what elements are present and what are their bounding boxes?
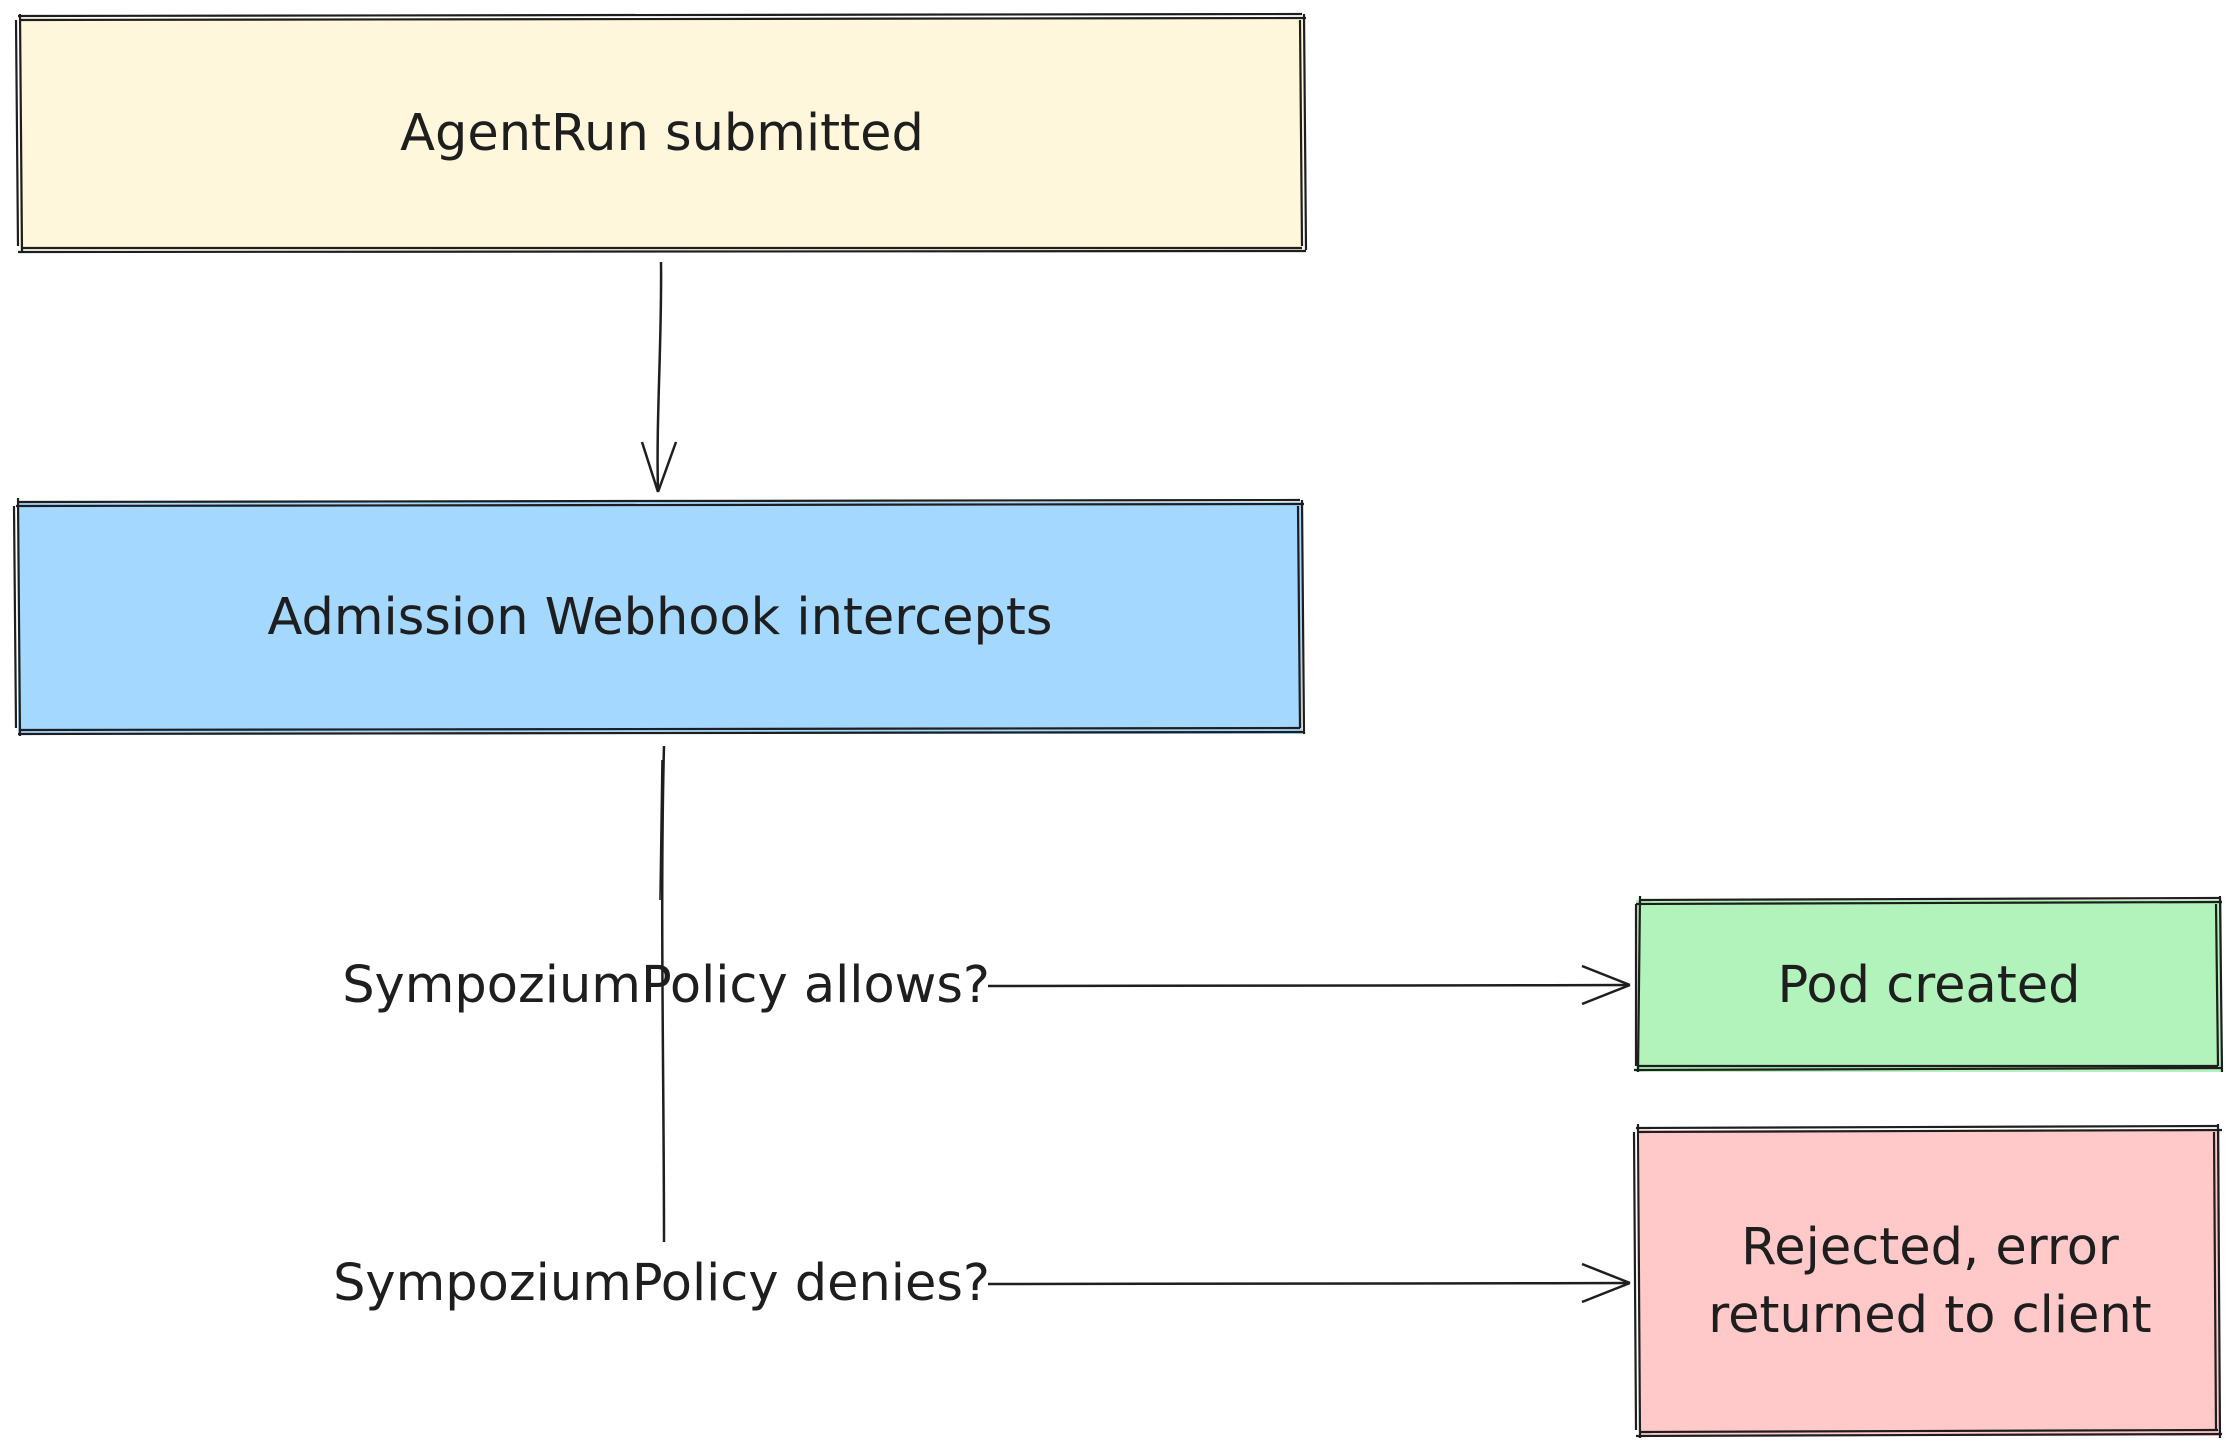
arrow-submitted-to-webhook (640, 261, 678, 493)
node-agentrun-submitted (14, 12, 1308, 254)
node-admission-webhook-fill (18, 502, 1302, 734)
node-agentrun-submitted-label: AgentRun submitted (400, 104, 924, 163)
node-rejected-fill (1640, 1130, 2220, 1436)
node-admission-webhook-label: Admission Webhook intercepts (267, 588, 1053, 647)
node-admission-webhook (12, 497, 1306, 737)
node-rejected (1632, 1123, 2223, 1439)
node-pod-created-fill (1636, 900, 2222, 1072)
node-agentrun-submitted-fill (20, 18, 1304, 250)
decision-trunk-line (659, 745, 666, 1243)
arrow-denies-to-rejected (987, 1262, 1631, 1304)
node-rejected-label-line1: Rejected, error (1741, 1218, 2119, 1277)
edge-label-allows: SympoziumPolicy allows? (342, 956, 990, 1015)
arrow-allows-to-pod (987, 964, 1631, 1006)
node-rejected-label: Rejected, error returned to client (1640, 1214, 2220, 1350)
edge-label-denies: SympoziumPolicy denies? (333, 1254, 990, 1313)
node-pod-created-label: Pod created (1777, 956, 2081, 1015)
node-rejected-label-line2: returned to client (1708, 1286, 2152, 1345)
node-pod-created (1633, 895, 2224, 1073)
